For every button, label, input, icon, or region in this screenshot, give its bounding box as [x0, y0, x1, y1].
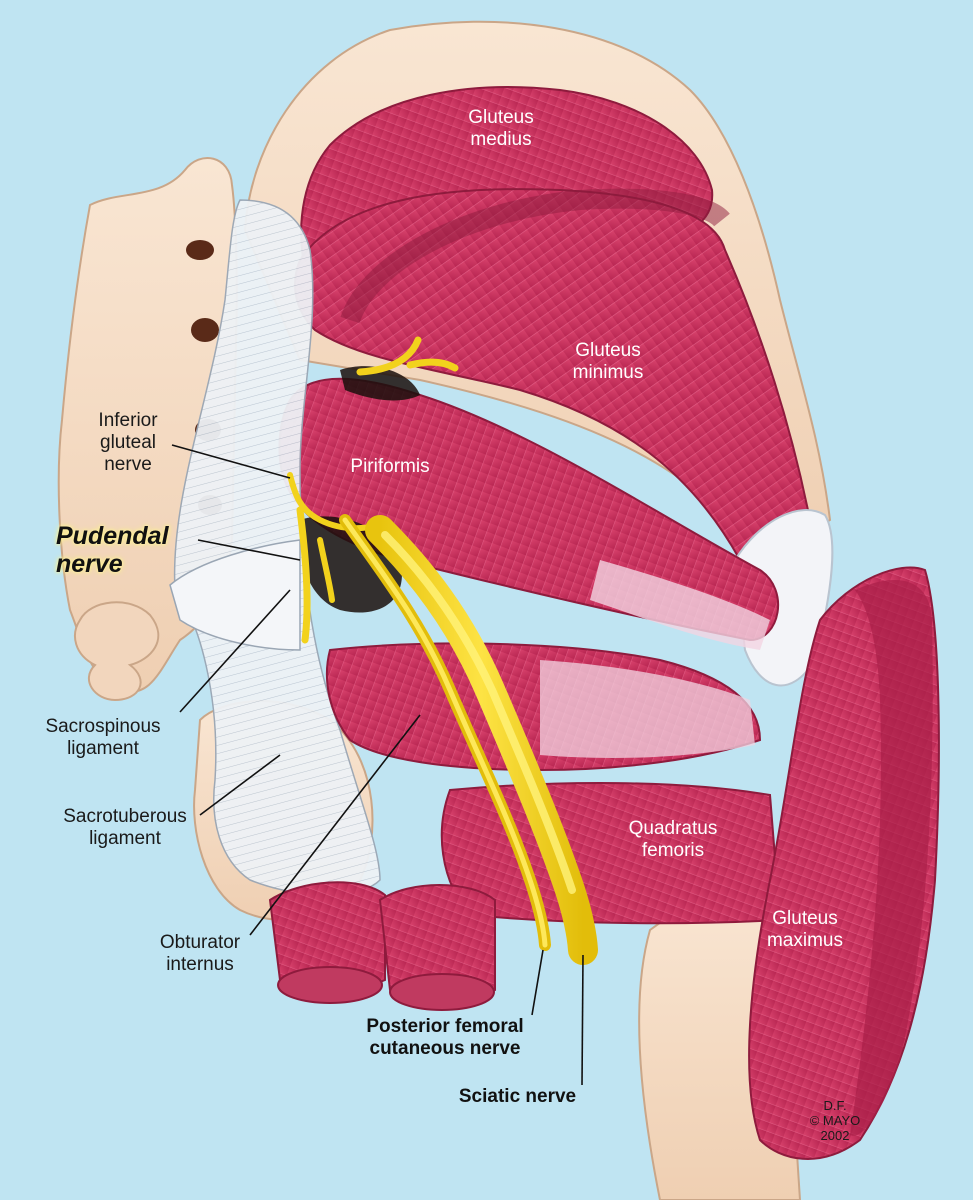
- posterior-femoral-cutaneous-nerve-highlight: [342, 517, 548, 948]
- hamstring-stump-cut: [389, 973, 495, 1011]
- coccyx: [74, 601, 160, 702]
- sacral-foramen: [186, 240, 214, 260]
- sciatic-nerve-label: Sciatic nerve: [458, 1086, 577, 1107]
- hamstring-stump-cut: [277, 966, 383, 1004]
- sciatic-nerve-highlight: [381, 531, 576, 894]
- obturator-internus-tendon: [540, 660, 755, 758]
- sacral-foramen: [191, 318, 219, 342]
- inferior-gluteal-nerve: [287, 472, 383, 532]
- superior-gluteal-nerve: [356, 336, 459, 376]
- sacrospinous-ligament-shape: [169, 539, 301, 651]
- pudendal-branch: [317, 537, 335, 603]
- gluteus-maximus-cut-edge: [850, 580, 933, 1136]
- piriformis-tendon: [590, 560, 770, 650]
- pudendal-nerve: [296, 506, 311, 644]
- leader-lines: [171, 444, 584, 1086]
- gluteus-medius-cut-edge: [340, 188, 730, 324]
- piriformis-label: Piriformis: [350, 456, 430, 477]
